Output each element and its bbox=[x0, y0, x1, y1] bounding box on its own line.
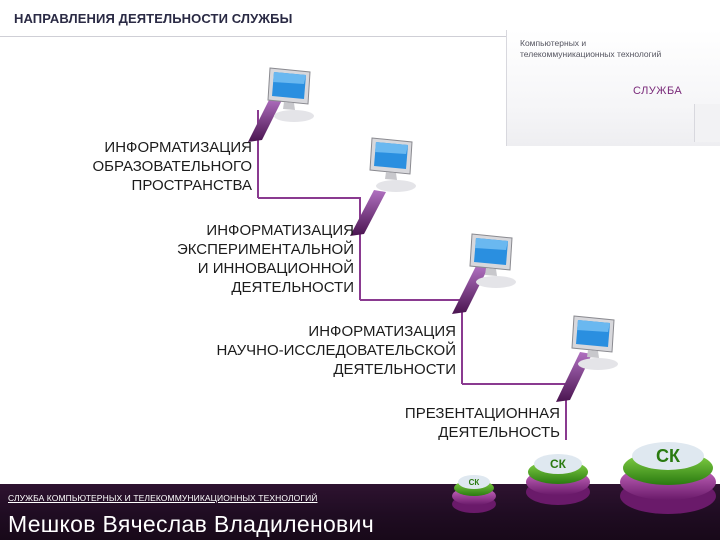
computer-icon bbox=[267, 67, 314, 122]
computer-icon bbox=[571, 315, 618, 370]
step-arrow-3 bbox=[452, 266, 488, 314]
step-1-line: ОБРАЗОВАТЕЛЬНОГО bbox=[92, 158, 252, 175]
logo-disc-stack-icon: СК СК СК bbox=[452, 442, 716, 514]
side-panel-caption: Компьютерных и телекоммуникационных техн… bbox=[520, 38, 662, 59]
step-label-1: ИНФОРМАТИЗАЦИЯ ОБРАЗОВАТЕЛЬНОГО ПРОСТРАН… bbox=[92, 138, 252, 195]
step-label-4: ПРЕЗЕНТАЦИОННАЯ ДЕЯТЕЛЬНОСТЬ bbox=[405, 404, 560, 442]
step-2-line: ЭКСПЕРИМЕНТАЛЬНОЙ bbox=[176, 241, 354, 258]
step-2-line: ИНФОРМАТИЗАЦИЯ bbox=[206, 222, 354, 239]
step-4-line: ПРЕЗЕНТАЦИОННАЯ bbox=[404, 405, 560, 422]
computer-icon bbox=[469, 233, 516, 288]
step-2-line: И ИННОВАЦИОННОЙ bbox=[197, 260, 354, 277]
step-3-line: НАУЧНО-ИССЛЕДОВАТЕЛЬСКОЙ bbox=[216, 342, 456, 359]
side-panel bbox=[506, 30, 720, 146]
logo-mark-small: СК bbox=[469, 478, 480, 487]
side-panel-tab bbox=[694, 104, 720, 142]
footer-author-name: Мешков Вячеслав Владиленович bbox=[8, 511, 374, 537]
step-arrow-2 bbox=[350, 190, 386, 236]
logo-mark-large: СК bbox=[656, 446, 681, 466]
step-1-line: ИНФОРМАТИЗАЦИЯ bbox=[104, 139, 252, 156]
computer-icon bbox=[369, 137, 416, 192]
step-1-line: ПРОСТРАНСТВА bbox=[131, 177, 252, 194]
side-panel-label: СЛУЖБА bbox=[633, 85, 683, 97]
step-label-3: ИНФОРМАТИЗАЦИЯ НАУЧНО-ИССЛЕДОВАТЕЛЬСКОЙ … bbox=[216, 322, 456, 379]
step-label-2: ИНФОРМАТИЗАЦИЯ ЭКСПЕРИМЕНТАЛЬНОЙ И ИННОВ… bbox=[177, 221, 354, 297]
step-arrow-1 bbox=[248, 98, 282, 142]
page-title: НАПРАВЛЕНИЯ ДЕЯТЕЛЬНОСТИ СЛУЖБЫ bbox=[14, 11, 293, 26]
step-4-line: ДЕЯТЕЛЬНОСТЬ bbox=[438, 424, 560, 441]
step-2-line: ДЕЯТЕЛЬНОСТИ bbox=[231, 279, 354, 296]
footer-band bbox=[0, 484, 720, 540]
logo-mark-medium: СК bbox=[550, 457, 567, 471]
title-divider bbox=[0, 36, 506, 37]
step-3-line: ИНФОРМАТИЗАЦИЯ bbox=[308, 323, 456, 340]
footer-service-name: СЛУЖБА КОМПЬЮТЕРНЫХ И ТЕЛЕКОММУНИКАЦИОНН… bbox=[8, 493, 318, 503]
step-3-line: ДЕЯТЕЛЬНОСТИ bbox=[333, 361, 456, 378]
